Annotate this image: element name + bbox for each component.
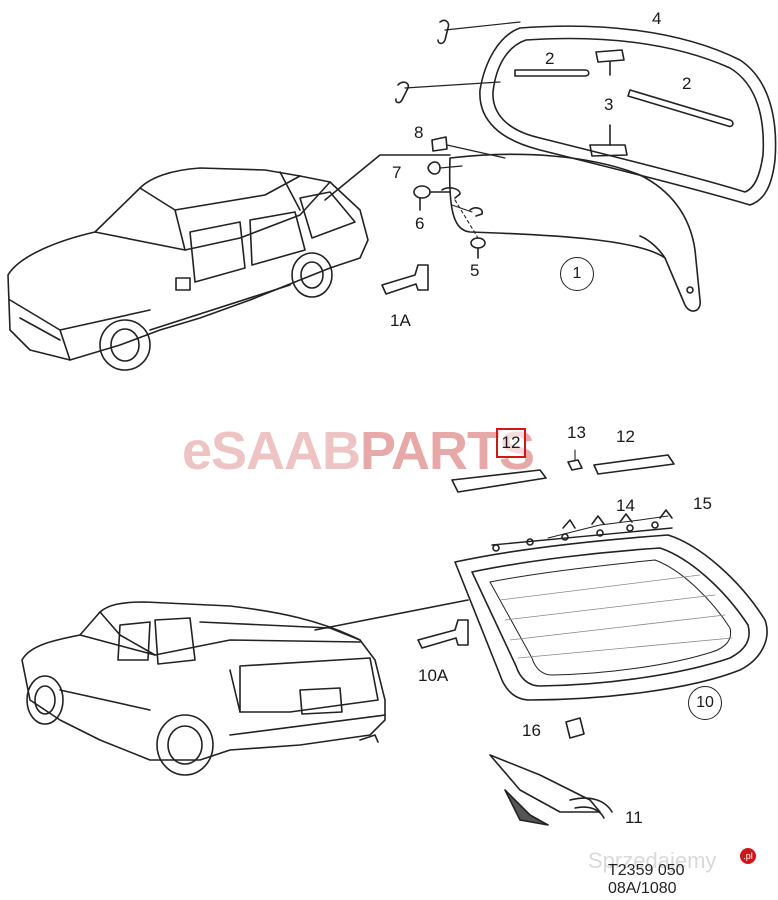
sedan-car-illustration [7, 167, 369, 371]
label-part-1a: 1A [390, 311, 411, 330]
label-part-12: 12 [616, 427, 635, 446]
quarter-glass-part-1 [448, 153, 701, 312]
label-part-14: 14 [616, 496, 635, 515]
fasteners-5-8 [413, 136, 506, 259]
label-part-12-highlighted: 12 [496, 428, 526, 458]
label-part-5: 5 [470, 261, 480, 280]
esaabparts-watermark: eSAABPARTS [182, 420, 535, 482]
label-part-2-left: 2 [545, 49, 555, 68]
hinge-part-10a [417, 619, 469, 649]
leader-line-lower [314, 599, 469, 631]
rear-window-part-10 [454, 521, 768, 701]
hinge-part-1a [381, 264, 429, 295]
label-part-15: 15 [693, 494, 712, 513]
label-part-13: 13 [567, 423, 586, 442]
diagram-code-line2: 08A/1080 [608, 880, 677, 897]
label-part-16: 16 [522, 721, 541, 740]
clip-pieces [395, 19, 521, 104]
label-part-2-right: 2 [682, 74, 692, 93]
label-part-8: 8 [414, 123, 424, 142]
site-badge: Sprzedajemy [588, 848, 717, 873]
label-part-6: 6 [415, 214, 425, 233]
label-part-4: 4 [652, 9, 662, 28]
weatherstrip-detail-part-11 [489, 754, 613, 826]
watermark-brand: eSAAB [182, 421, 361, 481]
label-part-10a: 10A [418, 666, 449, 685]
label-part-1-circled: 1 [560, 257, 594, 291]
trim-strips-part-12 [451, 454, 675, 493]
clip-row [492, 521, 659, 552]
clips-14-15 [547, 509, 673, 539]
clip-part-13 [567, 449, 583, 471]
window-seal-part-4 [479, 25, 777, 206]
label-part-10-circled: 10 [688, 686, 722, 720]
diagram-code-line1: T2359 050 [608, 862, 685, 879]
sedan-car-rear-illustration [21, 601, 386, 776]
site-badge-dot: .pl [740, 848, 756, 864]
leader-line [324, 154, 451, 201]
diagram-code: T2359 050 08A/1080 [608, 862, 685, 898]
label-part-11: 11 [625, 808, 643, 827]
bumper-part-16 [565, 717, 585, 739]
label-part-7: 7 [392, 163, 402, 182]
label-part-3: 3 [604, 95, 614, 114]
